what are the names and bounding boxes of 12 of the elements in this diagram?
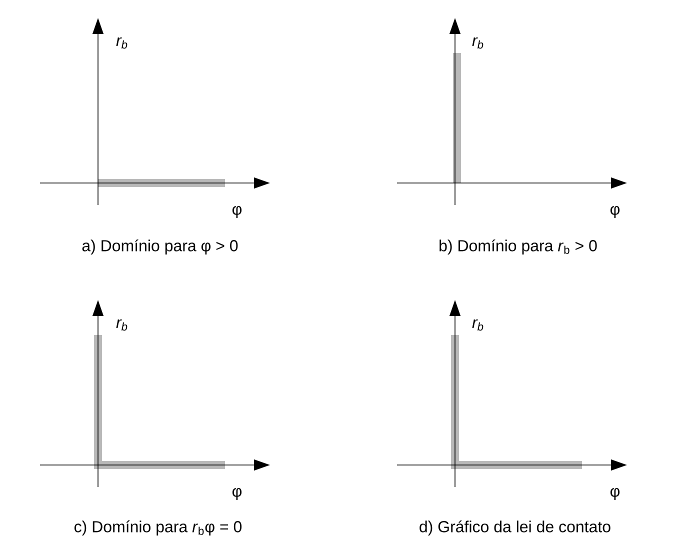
axis-label: r$_{b}$ [116, 37, 128, 49]
panel-caption: d) Gráfico da lei de contato [420, 520, 610, 536]
axis-label: φ [610, 206, 620, 218]
axis-label: φ [232, 206, 242, 218]
axis-label: r$_{b}$ [472, 319, 484, 331]
panel-caption: a) Domínio para φ > 0 [82, 239, 238, 255]
axis-label: r$_{b}$ [116, 319, 128, 331]
panel-caption: c) Domínio para r$_{b}$φ = 0 [74, 520, 242, 536]
axis-label: φ [232, 488, 242, 500]
axis-label: φ [610, 488, 620, 500]
axis-label: r$_{b}$ [472, 37, 484, 49]
panel-caption: b) Domínio para r$_{b}$ > 0 [440, 239, 597, 255]
